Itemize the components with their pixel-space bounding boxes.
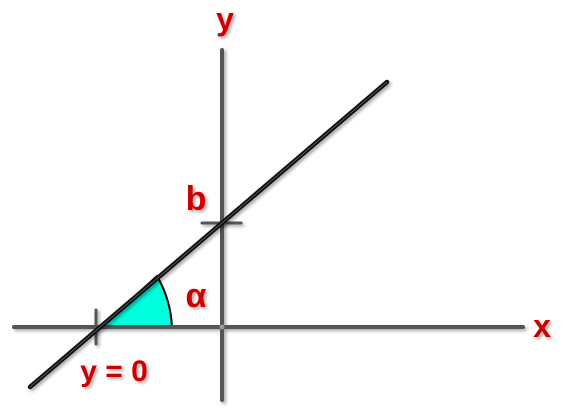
origin-point: [219, 324, 225, 330]
y-axis-label: y: [216, 1, 234, 37]
intercept-label: b: [186, 180, 207, 218]
root-label: y = 0: [80, 355, 148, 388]
angle-label: α: [186, 277, 207, 315]
function-line-highlight: [29, 81, 388, 388]
axes: [12, 48, 525, 402]
x-axis-label: x: [533, 308, 551, 344]
